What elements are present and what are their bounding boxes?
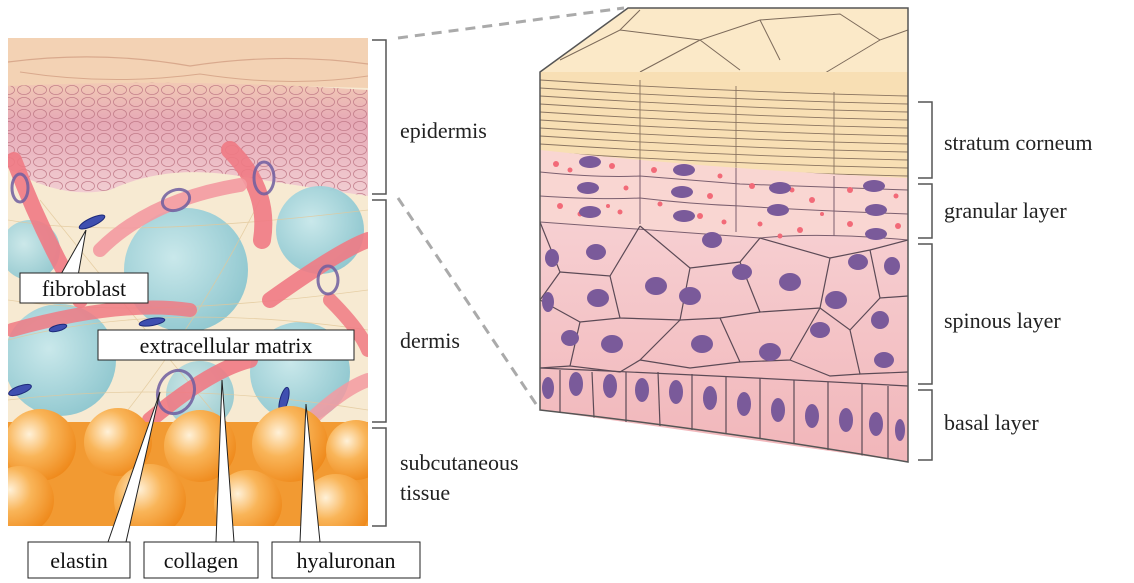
callout-elastin-text: elastin: [50, 548, 107, 573]
callout-fibroblast-text: fibroblast: [42, 276, 126, 301]
label-granular-layer: granular layer: [944, 198, 1067, 223]
bracket-subcutaneous: [372, 428, 386, 526]
bracket-stratum-corneum: [918, 102, 932, 178]
callout-extracellular-matrix: extracellular matrix: [98, 330, 354, 360]
callout-collagen-text: collagen: [164, 548, 239, 573]
bracket-basal: [918, 390, 932, 460]
left-brackets: [372, 40, 386, 526]
bracket-spinous: [918, 244, 932, 384]
callout-extracellular-matrix-text: extracellular matrix: [140, 333, 313, 358]
label-dermis: dermis: [400, 328, 460, 353]
right-brackets: [918, 102, 932, 460]
label-stratum-corneum: stratum corneum: [944, 130, 1092, 155]
bracket-granular: [918, 184, 932, 238]
epidermis-detail: [540, 8, 910, 468]
label-epidermis: epidermis: [400, 118, 487, 143]
label-spinous-layer: spinous layer: [944, 308, 1061, 333]
label-subcutaneous-line1: subcutaneous: [400, 450, 519, 475]
label-basal-layer: basal layer: [944, 410, 1039, 435]
callout-hyaluronan: hyaluronan: [272, 542, 420, 578]
bracket-dermis: [372, 200, 386, 422]
callout-fibroblast: fibroblast: [20, 273, 148, 303]
callout-collagen: collagen: [144, 542, 258, 578]
label-subcutaneous-line2: tissue: [400, 480, 450, 505]
bracket-epidermis: [372, 40, 386, 194]
fat-cells: [0, 406, 386, 542]
callout-hyaluronan-text: hyaluronan: [297, 548, 396, 573]
callout-elastin: elastin: [28, 542, 130, 578]
